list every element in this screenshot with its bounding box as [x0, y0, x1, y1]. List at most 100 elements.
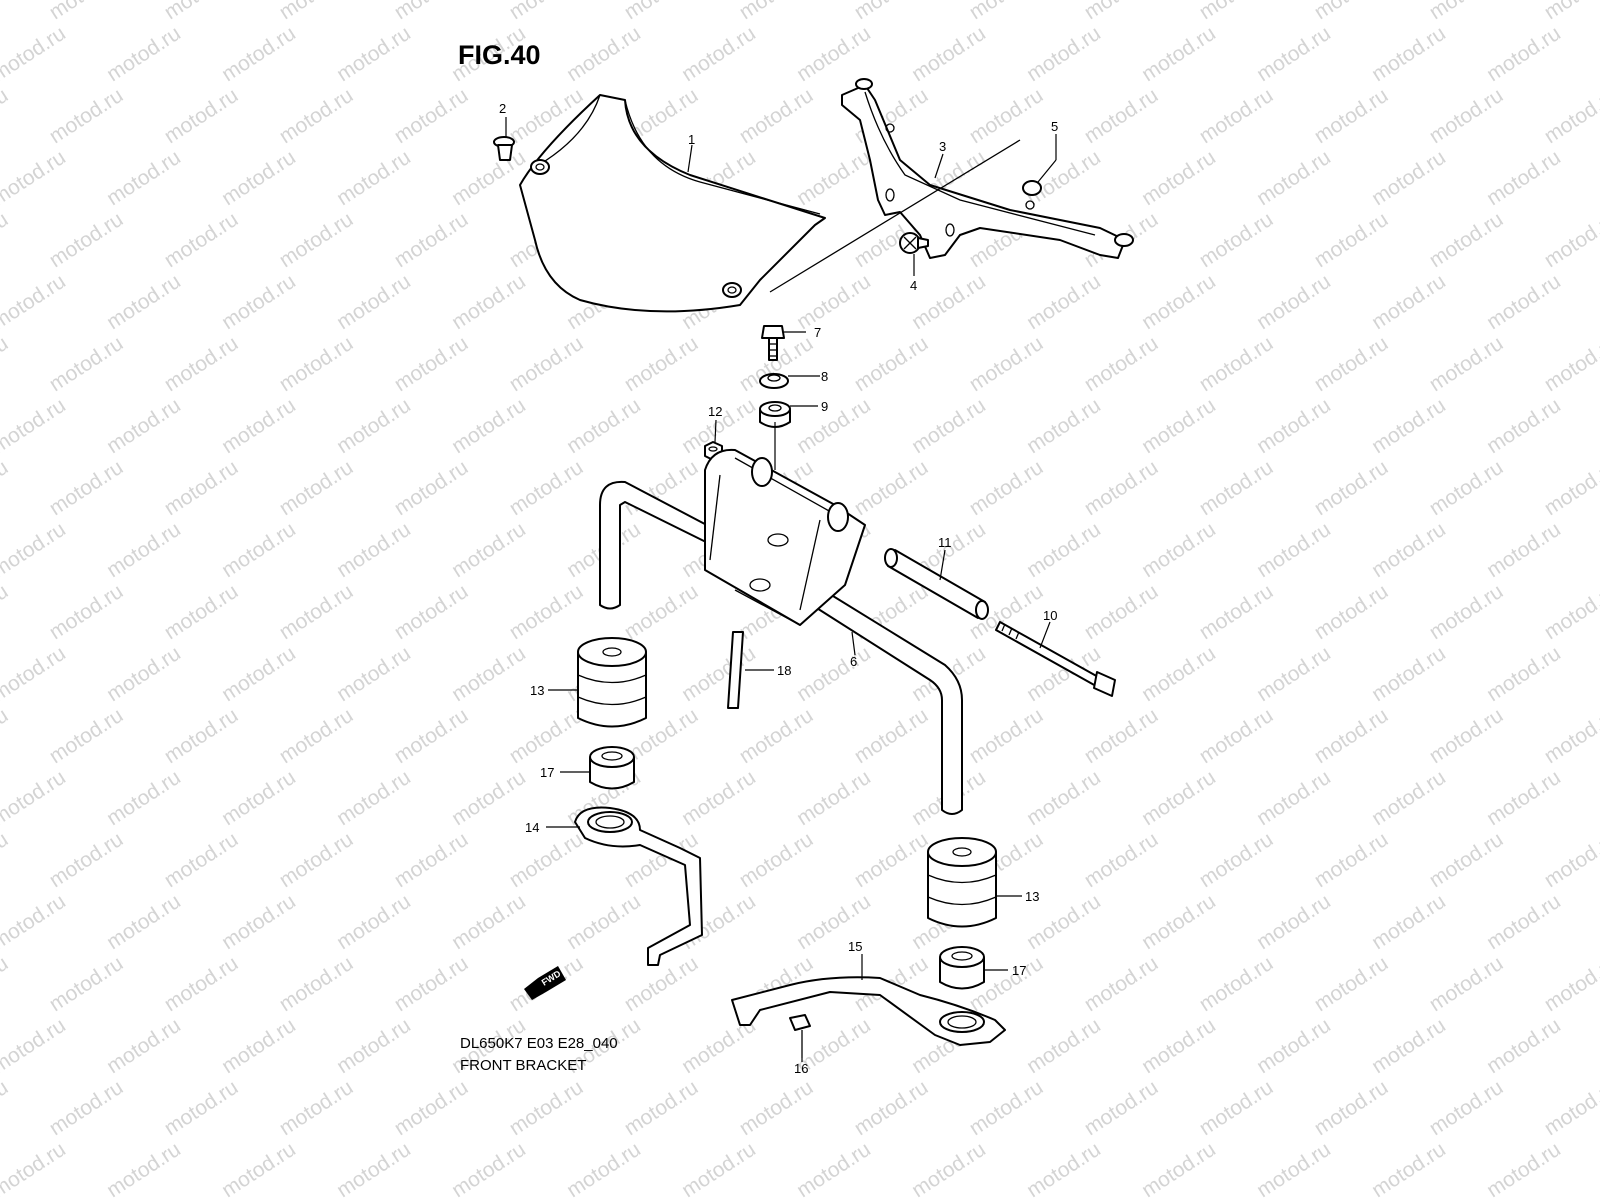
part-9-bushing — [759, 401, 791, 428]
watermark-text: motod.ru — [1483, 766, 1565, 830]
watermark-text: motod.ru — [45, 828, 127, 892]
watermark-text: motod.ru — [390, 1076, 472, 1140]
diagram-caption: FRONT BRACKET — [460, 1057, 587, 1074]
watermark-text: motod.ru — [0, 146, 70, 210]
watermark-text: motod.ru — [448, 766, 530, 830]
part-4-screw — [899, 232, 929, 254]
callout-labels: 1 2 3 4 5 6 7 8 9 10 11 12 13 13 14 15 1… — [499, 101, 1058, 1076]
watermark-text: motod.ru — [1023, 394, 1105, 458]
part-2-clip — [493, 136, 515, 161]
watermark-text: motod.ru — [0, 0, 12, 24]
watermark-text: motod.ru — [678, 642, 760, 706]
watermark-text: motod.ru — [1540, 0, 1600, 24]
watermark-text: motod.ru — [160, 828, 242, 892]
watermark-text: motod.ru — [1138, 642, 1220, 706]
part-15-lower-bracket-right — [731, 976, 1006, 1046]
watermark-text: motod.ru — [45, 1076, 127, 1140]
callout-9: 9 — [821, 399, 828, 414]
watermark-text: motod.ru — [0, 518, 70, 582]
watermark-text: motod.ru — [103, 890, 185, 954]
watermark-text: motod.ru — [1540, 1076, 1600, 1140]
watermark-text: motod.ru — [908, 22, 990, 86]
watermark-text: motod.ru — [1195, 952, 1277, 1016]
watermark-text: motod.ru — [1253, 766, 1335, 830]
watermark-text: motod.ru — [0, 84, 12, 148]
watermark-text: motod.ru — [0, 1138, 70, 1200]
watermark-text: motod.ru — [45, 456, 127, 520]
watermark-text: motod.ru — [1483, 642, 1565, 706]
watermark-text: motod.ru — [45, 208, 127, 272]
watermark-text: motod.ru — [620, 580, 702, 644]
watermark-text: motod.ru — [1310, 952, 1392, 1016]
watermark-text: motod.ru — [505, 828, 587, 892]
watermark-text: motod.ru — [1080, 84, 1162, 148]
watermark-text: motod.ru — [793, 146, 875, 210]
watermark-text: motod.ru — [1023, 518, 1105, 582]
watermark-text: motod.ru — [275, 704, 357, 768]
watermark-text: motod.ru — [1540, 456, 1600, 520]
watermark-text: motod.ru — [333, 518, 415, 582]
watermark-text: motod.ru — [505, 580, 587, 644]
watermark-text: motod.ru — [1368, 1014, 1450, 1078]
watermark-text: motod.ru — [160, 580, 242, 644]
watermark-text: motod.ru — [103, 766, 185, 830]
watermark-text: motod.ru — [218, 270, 300, 334]
watermark-text: motod.ru — [218, 22, 300, 86]
watermark-text: motod.ru — [1080, 0, 1162, 24]
watermark-text: motod.ru — [1195, 456, 1277, 520]
watermark-text: motod.ru — [390, 580, 472, 644]
watermark-text: motod.ru — [103, 394, 185, 458]
watermark-text: motod.ru — [275, 952, 357, 1016]
watermark-text: motod.ru — [1540, 952, 1600, 1016]
callout-5: 5 — [1051, 119, 1058, 134]
watermark-text: motod.ru — [620, 332, 702, 396]
watermark-text: motod.ru — [218, 890, 300, 954]
watermark-text: motod.ru — [1540, 828, 1600, 892]
watermark-text: motod.ru — [160, 456, 242, 520]
watermark-text: motod.ru — [103, 270, 185, 334]
callout-16: 16 — [794, 1061, 808, 1076]
watermark-text: motod.ru — [160, 704, 242, 768]
watermark-text: motod.ru — [1253, 146, 1335, 210]
watermark-text: motod.ru — [735, 84, 817, 148]
model-code: DL650K7 E03 E28_040 — [460, 1035, 618, 1052]
watermark-text: motod.ru — [850, 332, 932, 396]
watermark-text: motod.ru — [1368, 270, 1450, 334]
watermark-text: motod.ru — [0, 642, 70, 706]
watermark-text: motod.ru — [1080, 704, 1162, 768]
watermark-text: motod.ru — [160, 208, 242, 272]
watermark-text: motod.ru — [0, 704, 12, 768]
watermark-text: motod.ru — [563, 394, 645, 458]
part-18-strip — [727, 631, 744, 709]
part-17-bushing-right — [939, 946, 985, 990]
watermark-text: motod.ru — [1368, 766, 1450, 830]
watermark-text: motod.ru — [965, 456, 1047, 520]
watermark-text: motod.ru — [218, 518, 300, 582]
watermark-text: motod.ru — [965, 332, 1047, 396]
part-1-side-cover — [519, 94, 826, 313]
watermark-text: motod.ru — [1310, 0, 1392, 24]
watermark-text: motod.ru — [333, 22, 415, 86]
part-10-long-bolt — [995, 621, 1116, 697]
watermark-text: motod.ru — [1310, 456, 1392, 520]
watermark-text: motod.ru — [1425, 1076, 1507, 1140]
watermark-text: motod.ru — [850, 704, 932, 768]
watermark-text: motod.ru — [0, 208, 12, 272]
part-13-damper-left — [577, 637, 647, 728]
watermark-text: motod.ru — [103, 642, 185, 706]
callout-10: 10 — [1043, 608, 1057, 623]
watermark-text: motod.ru — [678, 766, 760, 830]
watermark-text: motod.ru — [0, 22, 70, 86]
watermark-text: motod.ru — [0, 1014, 70, 1078]
watermark-text: motod.ru — [275, 208, 357, 272]
watermark-text: motod.ru — [0, 394, 70, 458]
watermark-text: motod.ru — [1483, 270, 1565, 334]
watermark-text: motod.ru — [1425, 208, 1507, 272]
watermark-text: motod.ru — [0, 890, 70, 954]
watermark-text: motod.ru — [793, 270, 875, 334]
watermark-text: motod.ru — [1483, 22, 1565, 86]
watermark-text: motod.ru — [908, 394, 990, 458]
watermark-text: motod.ru — [850, 0, 932, 24]
watermark-text: motod.ru — [1253, 1014, 1335, 1078]
callout-13a: 13 — [530, 683, 544, 698]
